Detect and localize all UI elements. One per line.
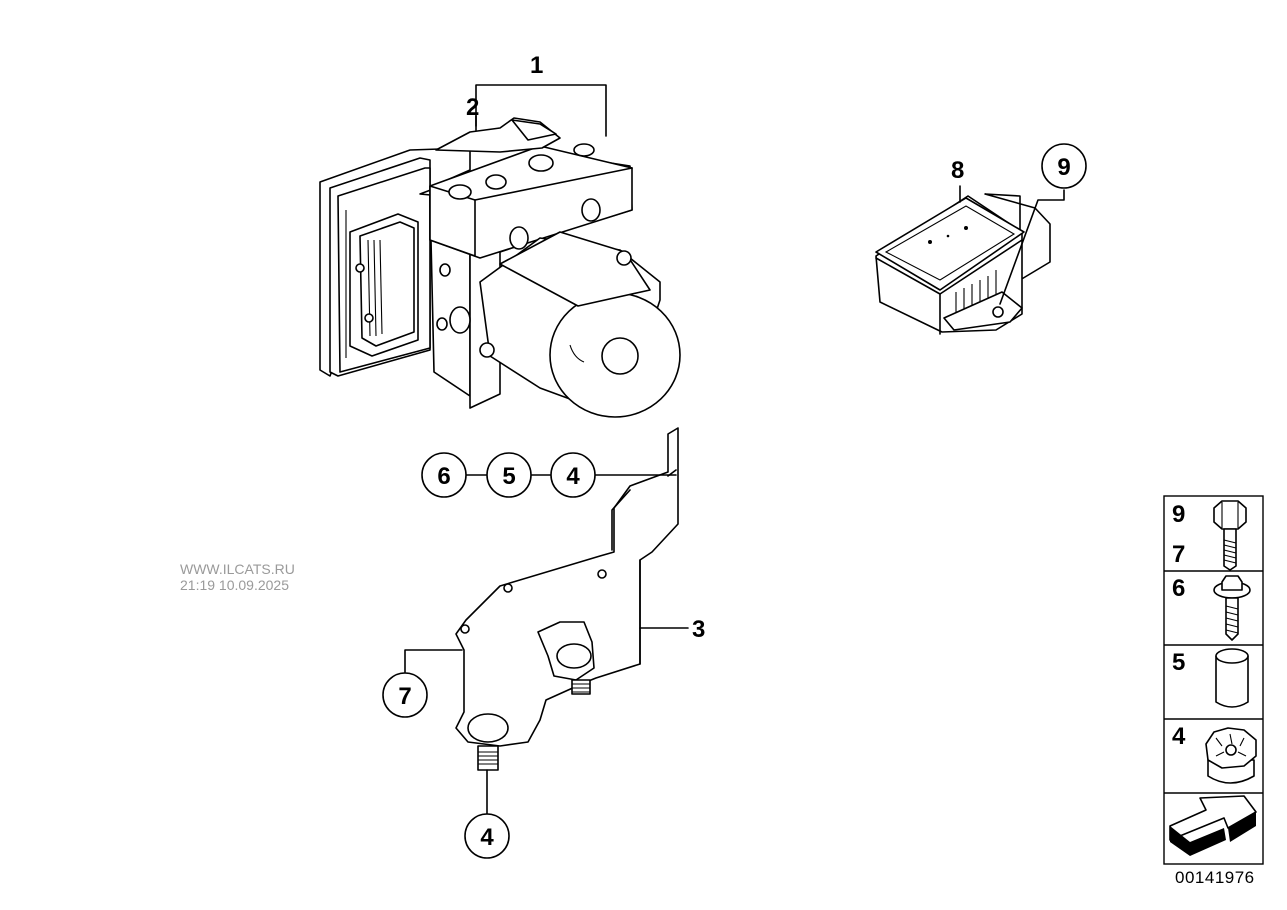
- watermark-site: WWW.ILCATS.RU: [180, 561, 295, 577]
- legend-panel: 9 7 6 5 4: [1163, 495, 1264, 865]
- watermark: WWW.ILCATS.RU 21:19 10.09.2025: [180, 561, 295, 593]
- callout-1[interactable]: 1: [530, 52, 543, 79]
- callout-7-circle[interactable]: [382, 672, 428, 718]
- watermark-timestamp: 21:19 10.09.2025: [180, 577, 289, 593]
- bracket[interactable]: [455, 427, 679, 771]
- callout-9[interactable]: 9: [1057, 154, 1070, 181]
- callout-8[interactable]: 8: [951, 157, 964, 184]
- legend-label-7: 7: [1172, 541, 1185, 568]
- callout-3[interactable]: 3: [692, 616, 705, 643]
- legend-label-6: 6: [1172, 575, 1185, 602]
- rubber-mount-icon: [1205, 727, 1257, 784]
- callout-5[interactable]: 5: [502, 463, 515, 490]
- callout-6-circle[interactable]: [421, 452, 467, 498]
- legend-label-5: 5: [1172, 649, 1185, 676]
- callout-4a-circle[interactable]: [550, 452, 596, 498]
- callout-7[interactable]: 7: [398, 683, 411, 710]
- callout-5-circle[interactable]: [486, 452, 532, 498]
- legend-label-4: 4: [1172, 723, 1186, 750]
- diagram-number: 00141976: [1175, 868, 1255, 887]
- callout-2[interactable]: 2: [466, 94, 479, 121]
- callout-4a[interactable]: 4: [566, 463, 580, 490]
- callout-4b-circle[interactable]: [464, 813, 510, 859]
- callout-9-circle[interactable]: [1041, 143, 1087, 189]
- leader-7: [404, 649, 463, 673]
- yaw-rate-sensor[interactable]: [875, 193, 1051, 335]
- sleeve-icon: [1215, 648, 1249, 708]
- leader-1: [475, 84, 607, 137]
- legend-label-9: 9: [1172, 501, 1185, 528]
- callout-6[interactable]: 6: [437, 463, 450, 490]
- collar-screw-icon: [1213, 575, 1251, 641]
- hydraulic-unit[interactable]: [319, 117, 681, 418]
- callout-4b[interactable]: 4: [480, 824, 494, 851]
- arrow-icon: [1169, 795, 1257, 856]
- leader-9: [999, 189, 1065, 305]
- hex-bolt-icon: [1213, 500, 1247, 571]
